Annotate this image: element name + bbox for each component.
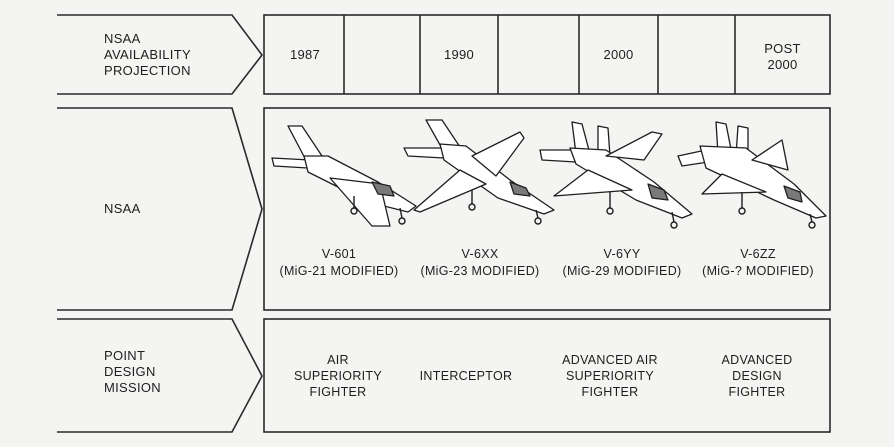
point-design-mission-label: POINT DESIGN MISSION: [104, 348, 161, 395]
availability-arrow: [57, 14, 264, 95]
mission-v-6zz: ADVANCED DESIGN FIGHTER: [721, 353, 793, 399]
year-1990: 1990: [443, 47, 475, 62]
v-6xx-aircraft-drawing: [403, 119, 555, 225]
year-2000: 2000: [603, 47, 634, 62]
v-601-aircraft-drawing: [271, 125, 417, 227]
year-post-2000: POST 2000: [764, 41, 801, 72]
v-6xx-caption: V-6XX (MiG-23 MODIFIED): [420, 247, 540, 278]
availability-projection-label: NSAA AVAILABILITY PROJECTION: [104, 31, 191, 78]
aircraft-box: [263, 107, 831, 311]
year-1987: 1987: [289, 47, 321, 62]
nsaa-label: NSAA: [104, 201, 141, 216]
v-6zz-aircraft-drawing: [677, 121, 827, 229]
nsaa-arrow: [57, 107, 263, 311]
v-6zz-caption: V-6ZZ (MiG-? MODIFIED): [702, 247, 814, 278]
mission-v-6xx: INTERCEPTOR: [419, 369, 513, 383]
mission-v-601: AIR SUPERIORITY FIGHTER: [293, 353, 383, 399]
v-6yy-caption: V-6YY (MiG-29 MODIFIED): [562, 247, 682, 278]
timeline-box: [263, 14, 831, 95]
v-6yy-aircraft-drawing: [539, 121, 693, 229]
mission-arrow: [57, 318, 263, 433]
v-601-caption: V-601 (MiG-21 MODIFIED): [279, 247, 399, 278]
mission-box: [263, 318, 831, 433]
mission-v-6yy: ADVANCED AIR SUPERIORITY FIGHTER: [562, 353, 658, 399]
